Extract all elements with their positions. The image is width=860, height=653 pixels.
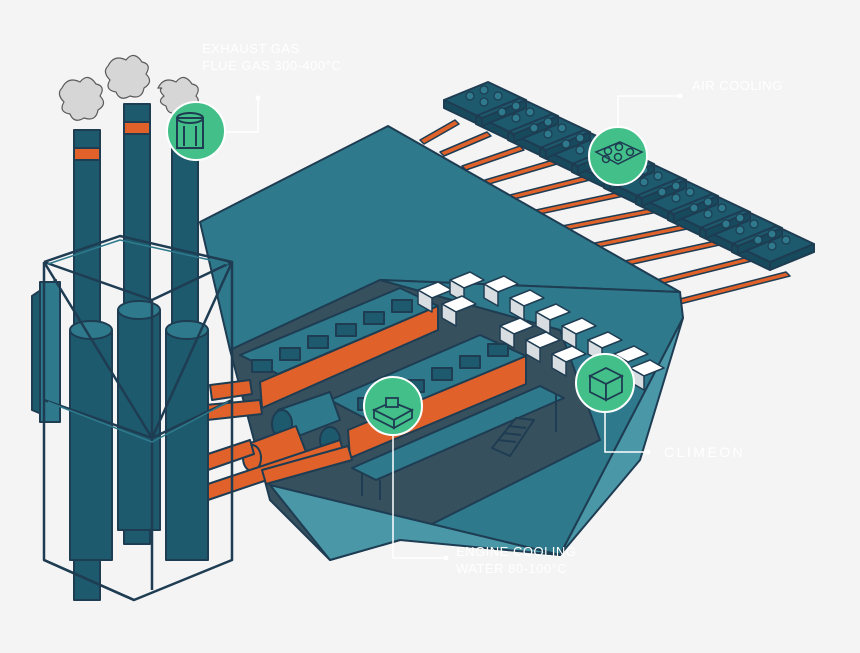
fan-grid-icon bbox=[594, 141, 644, 165]
fan-grid-icon bbox=[465, 85, 791, 251]
callout-line-air bbox=[617, 95, 680, 132]
engine-cooling-title: ENGINE COOLING bbox=[456, 544, 577, 559]
highlight-engine-cooling bbox=[363, 376, 423, 436]
chimney-lower-1 bbox=[69, 329, 113, 561]
air-cooling-array bbox=[419, 81, 815, 305]
exhaust-gas-title: EXHAUST GAS bbox=[202, 41, 300, 56]
chimney-1-band bbox=[73, 147, 101, 161]
walkway bbox=[351, 385, 565, 481]
climeon-module-icon bbox=[587, 366, 625, 402]
chimney-scaffold-inner bbox=[47, 239, 229, 443]
chimney-lower-2 bbox=[117, 309, 161, 531]
highlight-air-cooling bbox=[588, 126, 648, 186]
stairs bbox=[491, 417, 535, 457]
chimney-2-band bbox=[123, 121, 151, 135]
heat-exchanger-icon bbox=[176, 112, 204, 149]
engine-module-icon bbox=[371, 397, 415, 430]
air-cooling-label: AIR COOLING bbox=[692, 78, 783, 93]
chimney-scaffold bbox=[42, 234, 234, 602]
callout-line-exhaust bbox=[220, 98, 259, 133]
exhaust-gas-label: EXHAUST GAS FLUE GAS 300-400°C bbox=[202, 40, 341, 74]
engine-back-cylinders bbox=[251, 299, 413, 373]
highlight-climeon bbox=[575, 353, 635, 413]
chimneys bbox=[31, 103, 234, 602]
building-end-wall bbox=[269, 317, 684, 561]
callout-dots bbox=[255, 93, 683, 561]
callout-lines bbox=[220, 95, 680, 559]
highlight-exhaust bbox=[166, 101, 226, 161]
chimney-lower-3 bbox=[165, 329, 209, 561]
exhaust-ducts bbox=[204, 379, 353, 501]
climeon-modules bbox=[417, 271, 665, 391]
callout-line-engine bbox=[392, 434, 446, 559]
climeon-brand-label: CLIMEON bbox=[664, 444, 746, 460]
engine-cooling-temperature: WATER 80-100°C bbox=[456, 561, 568, 576]
engine-cooling-label: ENGINE COOLING WATER 80-100°C bbox=[456, 543, 576, 577]
walkway-legs bbox=[361, 394, 557, 500]
smoke-icon bbox=[58, 54, 199, 121]
exhaust-gas-temperature: FLUE GAS 300-400°C bbox=[202, 58, 342, 73]
callout-line-climeon bbox=[604, 412, 648, 453]
engine-back-side bbox=[259, 305, 439, 409]
